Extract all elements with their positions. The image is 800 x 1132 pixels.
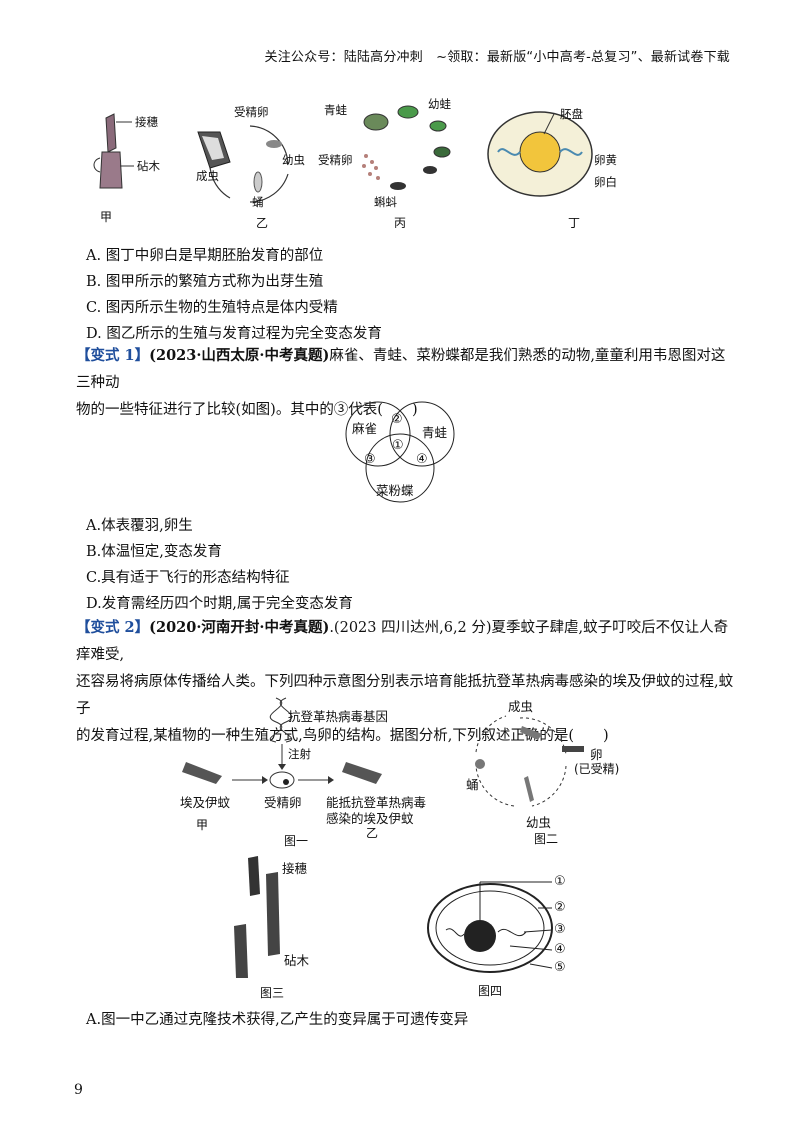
- venn-label-sparrow: 麻雀: [352, 421, 378, 436]
- label-larva: 幼虫: [282, 153, 305, 167]
- caption-figure-four: 图四: [478, 984, 503, 998]
- figure-one-gene-injection: 抗登革热病毒基因 注射 埃及伊蚊 受精卵 能抵抗登革热病毒 感染的埃及伊蚊 甲 …: [176, 692, 446, 852]
- page-number: 9: [74, 1082, 83, 1098]
- label-jia: 甲: [196, 818, 209, 832]
- label-egg-white: 卵白: [594, 175, 617, 189]
- label-fertilized-egg: 受精卵: [234, 105, 269, 119]
- caption-ding: 丁: [568, 216, 581, 230]
- variant1-option-c: C.具有适于飞行的形态结构特征: [86, 570, 290, 586]
- figure-four-bird-egg: ① ② ③ ④ ⑤ 图四: [420, 872, 580, 1000]
- caption-bing: 丙: [394, 216, 407, 230]
- label-mosquito-adult: 成虫: [508, 699, 534, 714]
- grafting-illustration: [93, 113, 134, 189]
- label-aedes: 埃及伊蚊: [180, 795, 231, 810]
- variant2-tag: 【变式 2】: [76, 619, 150, 636]
- label-fertilized-egg-mosquito: 受精卵: [264, 795, 302, 810]
- label-yolk: 卵黄: [594, 153, 617, 167]
- figure-two-mosquito-cycle: 成虫 卵 (已受精) 蛹 幼虫 图二: [462, 696, 622, 846]
- label-scion: 接穗: [135, 115, 158, 129]
- variant2-source: (2020·河南开封·中考真题): [149, 619, 330, 636]
- variant1-stem: 【变式 1】(2023·山西太原·中考真题)麻雀、青蛙、菜粉蝶都是我们熟悉的动物…: [76, 342, 736, 424]
- label-result-line1: 能抵抗登革热病毒: [326, 795, 427, 810]
- q1-option-d: D. 图乙所示的生殖与发育过程为完全变态发育: [86, 326, 382, 342]
- variant2-stem: 【变式 2】(2020·河南开封·中考真题).(2023 四川达州,6,2 分)…: [76, 614, 736, 750]
- variant2-option-a: A.图一中乙通过克隆技术获得,乙产生的变异属于可遗传变异: [86, 1012, 469, 1028]
- label-adult: 成虫: [196, 169, 219, 183]
- label-fig3-stock: 砧木: [284, 953, 310, 968]
- egg-structure-illustration: [487, 111, 593, 197]
- venn-circles: [345, 401, 455, 503]
- caption-figure-three: 图三: [260, 986, 285, 1000]
- label-mosquito-egg: 卵: [590, 747, 603, 762]
- venn-region-2: ②: [391, 412, 403, 427]
- variant1-stem-line1: 麻雀、青蛙、菜粉蝶都是我们熟悉的动物,童童利用韦恩图对这三种动: [76, 348, 726, 391]
- variant1-source: (2023·山西太原·中考真题): [149, 347, 330, 364]
- label-gene: 抗登革热病毒基因: [288, 709, 389, 724]
- label-young-frog: 幼蛙: [428, 97, 451, 111]
- label-stock: 砧木: [137, 159, 160, 173]
- variant2-stem-line3: 的发育过程,某植物的一种生殖方式,鸟卵的结构。据图分析,下列叙述正确的是( ): [76, 728, 609, 744]
- label-fertilized-egg-frog: 受精卵: [318, 153, 353, 167]
- label-inject: 注射: [288, 747, 311, 761]
- label-egg-note: (已受精): [574, 762, 620, 776]
- q1-option-a: A. 图丁中卵白是早期胚胎发育的部位: [86, 248, 324, 264]
- q1-option-c: C. 图丙所示生物的生殖特点是体内受精: [86, 300, 338, 316]
- label-mosquito-pupa: 蛹: [466, 777, 479, 792]
- variant1-option-b: B.体温恒定,变态发育: [86, 544, 222, 560]
- fig4-marker-2: ②: [554, 900, 566, 915]
- label-frog: 青蛙: [324, 103, 347, 117]
- butterfly-cycle-illustration: [197, 125, 289, 203]
- variant2-stem-line2: 还容易将病原体传播给人类。下列四种示意图分别表示培育能抵抗登革热病毒感染的埃及伊…: [76, 674, 734, 717]
- label-germinal-disc: 胚盘: [560, 107, 583, 121]
- label-pupa: 蛹: [252, 195, 264, 209]
- label-fig3-scion: 接穗: [282, 861, 308, 876]
- label-mosquito-larva: 幼虫: [526, 815, 552, 830]
- venn-label-butterfly: 菜粉蝶: [376, 483, 414, 498]
- label-tadpole: 蝌蚪: [374, 195, 397, 209]
- caption-figure-one: 图一: [284, 834, 309, 848]
- venn-region-4: ④: [416, 452, 428, 467]
- variant1-tag: 【变式 1】: [76, 347, 150, 364]
- variant1-stem-line2: 物的一些特征进行了比较(如图)。其中的③代表( ): [76, 402, 418, 418]
- variant2-stem-line1: .(2023 四川达州,6,2 分)夏季蚊子肆虐,蚊子叮咬后不仅让人奇痒难受,: [76, 620, 729, 663]
- label-yi: 乙: [366, 826, 379, 840]
- figure-three-grafting: 接穗 砧木 图三: [230, 854, 330, 1004]
- figure-bing-frog-cycle: 青蛙 幼蛙 受精卵 蝌蚪 丙: [318, 96, 478, 232]
- gene-injection-illustration: [182, 697, 382, 789]
- mosquito-cycle-illustration: [475, 715, 584, 807]
- fig4-marker-3: ③: [554, 922, 566, 937]
- figure-jia-grafting: 接穗 砧木 甲: [88, 108, 168, 228]
- figure-ding-egg: 胚盘 卵黄 卵白 丁: [484, 100, 644, 232]
- venn-diagram: 麻雀 青蛙 菜粉蝶 ② ① ③ ④: [336, 400, 466, 506]
- variant1-option-d: D.发育需经历四个时期,属于完全变态发育: [86, 596, 353, 612]
- figure-yi-butterfly-cycle: 受精卵 幼虫 成虫 蛹 乙: [190, 102, 320, 232]
- grafting-branch-illustration: [234, 856, 280, 978]
- caption-yi: 乙: [256, 216, 269, 230]
- bird-egg-illustration: [427, 881, 553, 973]
- q1-option-b: B. 图甲所示的繁殖方式称为出芽生殖: [86, 274, 324, 290]
- venn-region-1: ①: [392, 438, 404, 453]
- page-header: 关注公众号：陆陆高分冲刺 ~领取：最新版“小中高考-总复习”、最新试卷下载: [264, 50, 730, 65]
- caption-jia: 甲: [100, 210, 113, 224]
- variant1-option-a: A.体表覆羽,卵生: [86, 518, 193, 534]
- fig4-marker-5: ⑤: [554, 960, 566, 975]
- label-result-line2: 感染的埃及伊蚊: [326, 811, 414, 826]
- frog-cycle-illustration: [362, 105, 451, 190]
- fig4-marker-4: ④: [554, 942, 566, 957]
- venn-label-frog: 青蛙: [422, 425, 448, 440]
- caption-figure-two: 图二: [534, 832, 559, 846]
- fig4-marker-1: ①: [554, 874, 566, 889]
- venn-region-3: ③: [364, 452, 376, 467]
